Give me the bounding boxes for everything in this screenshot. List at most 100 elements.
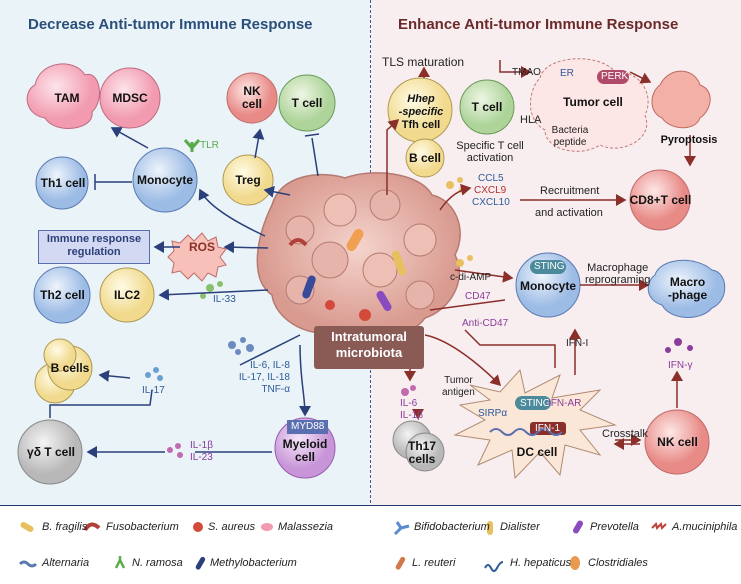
ifn-ar-label: IFN-AR <box>548 398 582 409</box>
nk-left-line2: cell <box>241 97 262 111</box>
bacteria-line1: Bacteria <box>551 125 589 136</box>
nk-left-label: NK cell <box>232 85 272 111</box>
il33-dots-icon <box>200 281 223 299</box>
rod-navy-icon <box>195 556 206 570</box>
legend-fusobacterium: Fusobacterium <box>106 521 179 533</box>
gd-t-label: γδ T cell <box>27 445 75 459</box>
arrow-tumor-chemokine <box>439 183 472 211</box>
arrow-tmao-tumor <box>499 60 532 78</box>
cytokines-line1: IL-6, IL-8 <box>249 360 290 371</box>
cxcl9-label: CXCL9 <box>474 185 507 196</box>
t-left-label: T cell <box>291 96 323 110</box>
legend-methylobacterium: Methylobacterium <box>210 557 297 569</box>
il1b-left-label: IL-1β <box>190 440 213 451</box>
center-label: Intratumoral microbiota <box>314 326 424 369</box>
tam-label: TAM <box>54 91 80 105</box>
b-cell-right-icon <box>405 138 445 178</box>
arrow-tumor-ilc2 <box>158 288 269 301</box>
nk-cell-right-icon <box>644 409 710 475</box>
anti-cd47-label: Anti-CD47 <box>462 318 509 329</box>
tlr-receptor-icon <box>183 139 201 152</box>
tumor-cell-label: Tumor cell <box>563 95 623 109</box>
macrophage-cell-icon <box>647 259 726 318</box>
c-di-amp-dots-icon <box>456 255 473 267</box>
rod-yellow-icon <box>487 521 493 535</box>
specific-label: Specific T cell activation <box>455 140 525 164</box>
line-gdt-il17 <box>49 389 153 418</box>
il33-label: IL-33 <box>213 294 236 305</box>
inhibit-treg-tcell <box>311 137 319 177</box>
legend-a-muciniphila: A.muciniphila <box>672 521 738 533</box>
macrophage-line2: -phage <box>667 288 708 302</box>
ros-burst-icon <box>167 232 227 282</box>
legend-prevotella: Prevotella <box>590 521 639 533</box>
branched-green-icon <box>114 556 126 569</box>
sting-badge <box>530 260 566 274</box>
th2-cell-icon <box>33 266 91 324</box>
th17-line1: Th17 <box>407 439 436 453</box>
myeloid-line2: cell <box>294 450 315 464</box>
recruitment-label: Recruitment <box>540 185 600 197</box>
il6-dots-icon <box>401 385 416 396</box>
macro-line2: reprograming <box>585 274 651 286</box>
cxcl10-label: CXCL10 <box>472 197 510 208</box>
tfh-line3: Tfh cell <box>401 119 441 131</box>
ilc2-label: ILC2 <box>113 288 140 302</box>
nk-cell-left-icon <box>226 72 278 124</box>
curved-rod-red-icon <box>83 522 101 532</box>
ifn-gamma-dots-icon <box>665 338 693 353</box>
specific-line1: Specific T cell <box>456 140 524 152</box>
th1-label: Th1 cell <box>40 176 86 190</box>
legend-panel: B. fragilis Fusobacterium S. aureus Mala… <box>0 505 741 584</box>
tam-cell-icon <box>26 63 100 129</box>
tfh-line2: -specific <box>398 106 444 118</box>
center-line2: microbiota <box>335 345 403 360</box>
ros-label: ROS <box>188 240 215 254</box>
spiral-blue-icon <box>484 561 504 572</box>
specific-line2: activation <box>466 152 514 164</box>
sting-dc-label: STING <box>520 398 551 409</box>
b-cells-label: B cells <box>50 361 90 375</box>
t-right-label: T cell <box>471 100 503 114</box>
tls-label: TLS maturation <box>382 55 465 69</box>
center-line1: Intratumoral <box>331 329 407 344</box>
legend-bifidobacterium: Bifidobacterium <box>414 521 490 533</box>
arrow-tumor-monocyte <box>198 188 266 237</box>
myeloid-label: Myeloid cell <box>280 438 330 464</box>
il17-label: IL-17 <box>142 385 165 396</box>
ifn-gamma-label: IFN-γ <box>668 360 693 371</box>
chain-blue-icon <box>18 560 38 568</box>
ccl5-label: CCL5 <box>478 173 504 184</box>
th17-cell-front-icon <box>405 432 445 472</box>
nk-right-label: NK cell <box>657 435 698 449</box>
bacteria-line2: peptide <box>553 137 587 148</box>
arrow-il17-bcells <box>98 369 131 382</box>
macrophage-label: Macro -phage <box>660 276 715 302</box>
crosstalk-label: Crosstalk <box>602 428 648 440</box>
arrow-tumor-treg <box>263 185 291 198</box>
yeast-pink-icon <box>261 523 273 531</box>
hla-label: HLA <box>520 114 542 126</box>
sting-label: STING <box>534 261 565 272</box>
dna-icon <box>489 428 563 436</box>
legend-alternaria: Alternaria <box>42 557 90 569</box>
arrow-tumor-dc <box>424 334 502 387</box>
mdsc-label: MDSC <box>112 91 148 105</box>
il6-label: IL-6 <box>400 398 418 409</box>
tumor-mass-icon <box>256 172 461 340</box>
ifn1-label: IFN-1 <box>535 423 560 434</box>
immune-response-box: Immune response regulation <box>38 230 150 264</box>
diagram-canvas <box>17 58 726 485</box>
dc-cell-label: DC cell <box>516 445 558 459</box>
c-di-amp-label: c-di-AMP <box>450 272 492 283</box>
capsule-yellow-icon <box>20 522 34 532</box>
arrow-tumor-monocyte <box>429 299 506 311</box>
tmao-label: TMAO <box>512 67 541 78</box>
legend-s-aureus: S. aureus <box>208 521 256 533</box>
tfh-label: Hhep -specific Tfh cell <box>395 93 447 132</box>
immune-line1: Immune response <box>46 233 142 245</box>
rod-purple-icon <box>573 520 583 534</box>
and-activation-label: and activation <box>535 207 603 219</box>
gd-t-cell-icon <box>17 419 83 485</box>
legend-n-ramosa: N. ramosa <box>132 557 183 569</box>
